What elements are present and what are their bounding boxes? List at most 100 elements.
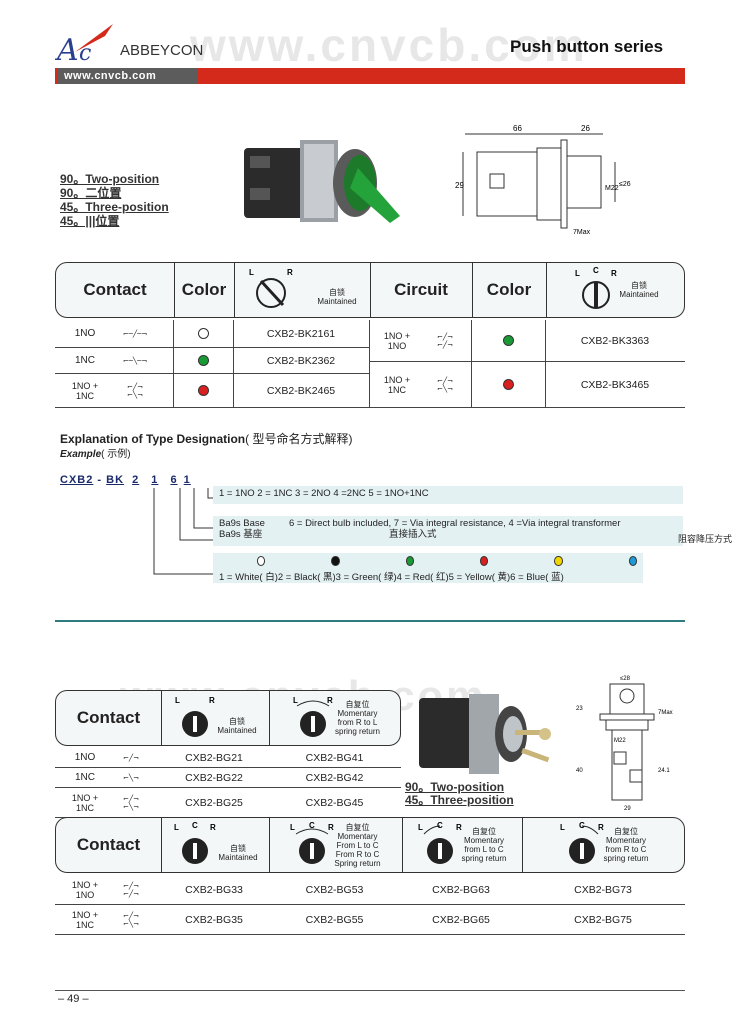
table-row: 1NO + 1NC ⌐╱¬⌐╲¬ CXB2-BK2465 <box>55 374 369 408</box>
designation-line-colors: 1 = White( 白)2 = Black( 黑)3 = Green( 绿)4… <box>213 553 643 583</box>
model-code: CXB2-BK2362 <box>266 354 336 367</box>
color-dot-white <box>197 328 209 339</box>
switch-symbol-icon: ⌐╱¬⌐╱¬ <box>123 881 139 898</box>
selector-knob-3pos-icon: L C R <box>575 266 617 309</box>
table1-right-body: 1NO + 1NO ⌐╱¬⌐╱¬ CXB2-BK3363 1NO + 1NC ⌐… <box>369 320 685 410</box>
switch-symbol-icon: ⌐╱¬⌐╲¬ <box>123 794 139 811</box>
model-code: CXB2-BK2161 <box>266 327 336 340</box>
color-dot-green <box>405 556 414 566</box>
position-label: 90。Two-position <box>60 172 160 186</box>
svg-text:R: R <box>598 823 604 832</box>
table-row: 1NO ⌐─╱─¬ CXB2-BK2161 <box>55 320 369 348</box>
key-switch-image <box>419 694 551 774</box>
position-label: 45。Three-position <box>60 200 169 214</box>
svg-text:40: 40 <box>576 768 583 774</box>
color-dot-red <box>197 385 209 396</box>
table3-body: 1NO + 1NO ⌐╱¬⌐╱¬ CXB2-BG33 CXB2-BG53 CXB… <box>55 875 685 937</box>
position-label: 45。|||位置 <box>60 214 120 228</box>
table-row: 1NO + 1NO ⌐╱¬⌐╱¬ CXB2-BK3363 <box>369 320 685 362</box>
color-codes: 1 = White( 白)2 = Black( 黑)3 = Green( 绿)4… <box>219 572 564 583</box>
color-dot-black <box>331 556 340 566</box>
svg-text:L: L <box>575 269 580 278</box>
svg-text:L: L <box>249 268 254 277</box>
color-dot-yellow <box>554 556 563 566</box>
svg-text:23: 23 <box>576 706 583 712</box>
svg-text:≤28: ≤28 <box>620 676 631 682</box>
maintained-cn: 自锁 <box>328 288 345 297</box>
svg-text:L: L <box>290 823 295 832</box>
series-title: Push button series <box>510 37 664 56</box>
dimension-drawing-2: ≤28 23 M22 7Max 40 24.1 29 <box>576 676 673 812</box>
selector-knob-icon: L R <box>249 268 293 308</box>
svg-text:L: L <box>175 696 180 705</box>
switch-symbol-icon: ⌐─╱─¬ <box>122 329 148 338</box>
dim-7max: 7Max <box>573 229 591 236</box>
svg-text:C: C <box>192 821 198 830</box>
svg-text:R: R <box>328 823 334 832</box>
table-row: 1NO + 1NC ⌐╱¬⌐╲¬ CXB2-BK3465 <box>369 362 685 408</box>
header-url: www.cnvcb.com <box>58 68 198 84</box>
watermark: www.cnvcb.com <box>190 19 588 71</box>
base-cn: Ba9s 基座 <box>219 529 263 540</box>
maintained-en: Maintained <box>317 297 357 306</box>
model-code: CXB2-BK3465 <box>580 378 650 391</box>
base-options-cn: 直接插入式 <box>388 529 437 540</box>
abbeycon-logo: A c <box>55 24 113 64</box>
contact-type: 1NO + 1NC <box>383 374 411 395</box>
table1-left-body: 1NO ⌐─╱─¬ CXB2-BK2161 1NC ⌐─╲─¬ CXB2-BK2… <box>55 320 369 410</box>
contact-type: 1NO + 1NC <box>71 380 99 401</box>
switch-symbol-icon: ⌐╱¬⌐╲¬ <box>123 911 139 928</box>
svg-text:c: c <box>79 41 91 64</box>
contact-type: 1NC <box>74 355 95 366</box>
selector-switch-image <box>244 140 400 223</box>
switch-symbol-icon: ⌐╲¬ <box>123 773 139 782</box>
dim-26b: ≤26 <box>619 181 631 188</box>
header-maintained-2: L C R 自锁 Maintained <box>546 263 686 317</box>
color-dot-white <box>257 556 266 566</box>
dim-m22: M22 <box>605 185 619 192</box>
svg-text:C: C <box>593 266 599 275</box>
svg-text:R: R <box>327 696 333 705</box>
switch-symbol-icon: ⌐╱¬⌐╱¬ <box>437 332 453 349</box>
header-color: Color <box>181 280 227 299</box>
color-dot-green <box>197 355 209 366</box>
svg-text:L: L <box>293 696 298 705</box>
dimension-drawing: 66 26 29 M22 ≤26 7Max <box>455 124 631 236</box>
position-label: 90。Two-position <box>405 780 505 794</box>
table-row: 1NO + 1NO ⌐╱¬⌐╱¬ CXB2-BG33 CXB2-BG53 CXB… <box>55 875 685 905</box>
table2-body: 1NO ⌐╱¬ CXB2-BG21 CXB2-BG41 1NC ⌐╲¬ CXB2… <box>55 748 401 818</box>
svg-text:L: L <box>418 823 423 832</box>
dim-29: 29 <box>455 181 464 190</box>
table1-header: Contact Color L R 自锁 Maintained Circuit … <box>55 262 685 318</box>
color-dot-green <box>502 335 514 346</box>
header-contact: Contact <box>83 280 147 299</box>
contact-type: 1NO <box>74 328 96 339</box>
explanation-title: Explanation of Type Designation( 型号命名方式解… <box>60 432 353 446</box>
header-bar <box>55 68 685 84</box>
position-labels-2: 90。Two-position 45。Three-position <box>405 781 514 807</box>
svg-text:24.1: 24.1 <box>658 768 670 774</box>
svg-text:R: R <box>209 696 215 705</box>
switch-symbol-icon: ⌐╱¬⌐╲¬ <box>437 376 453 393</box>
position-label: 90。二位置 <box>60 186 122 200</box>
designation-line-base: Ba9s Base Ba9s 基座 6 = Direct bulb includ… <box>213 516 683 546</box>
example-label: Example( 示例) <box>60 449 131 460</box>
table-row: 1NO + 1NC ⌐╱¬⌐╲¬ CXB2-BG25 CXB2-BG45 <box>55 788 401 818</box>
base-en: Ba9s Base <box>219 518 265 529</box>
svg-text:C: C <box>437 821 443 830</box>
svg-text:A: A <box>55 33 79 64</box>
resistance-note-cn: 阻容降压方式 <box>678 534 733 544</box>
model-code: CXB2-BK2465 <box>266 384 336 397</box>
section-separator <box>55 620 685 622</box>
header-circuit: Circuit <box>394 280 448 299</box>
svg-text:L: L <box>560 823 565 832</box>
brand-name: ABBEYCON <box>120 42 204 59</box>
svg-text:R: R <box>287 268 293 277</box>
header-contact: Contact <box>76 835 141 854</box>
designation-line-contacts: 1 = 1NO 2 = 1NC 3 = 2NO 4 =2NC 5 = 1NO+1… <box>213 486 683 504</box>
